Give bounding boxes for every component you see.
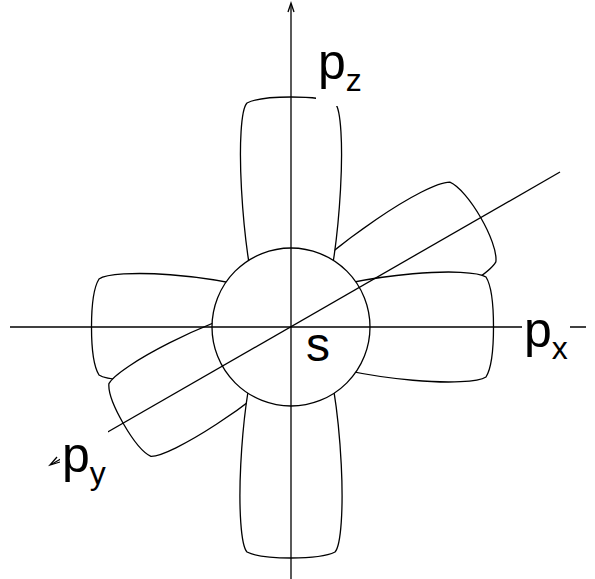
circle-outline — [211, 247, 371, 407]
orbital-label: px — [522, 290, 570, 374]
y-axis — [52, 172, 560, 464]
orbital-label: pz — [316, 22, 364, 106]
arrow-head — [288, 3, 294, 12]
orbital-label: py — [60, 415, 108, 499]
arrow-head — [50, 457, 60, 465]
orbital-name: s — [306, 321, 330, 369]
s-orbital-circle: s — [211, 247, 371, 407]
